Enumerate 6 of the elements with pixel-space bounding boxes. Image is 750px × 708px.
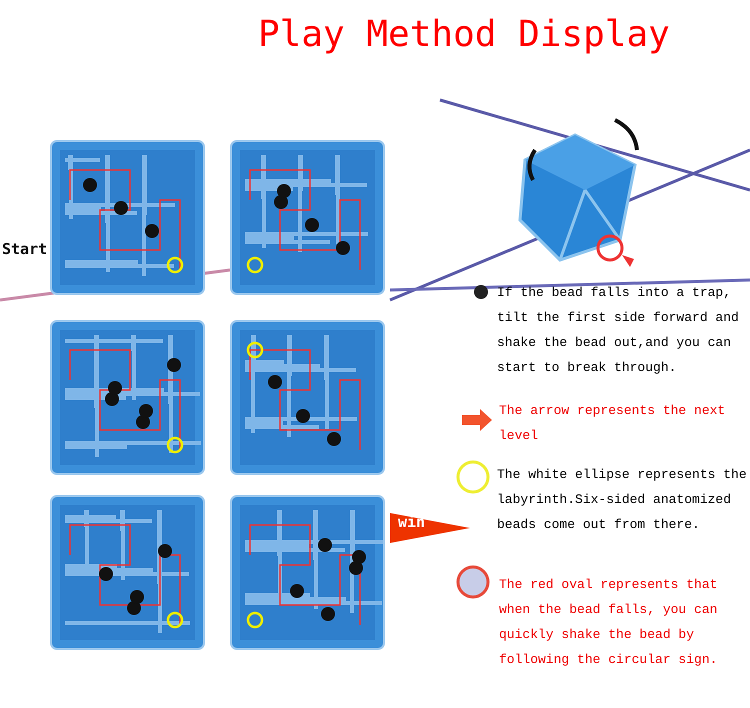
- title: Play Method Display: [258, 14, 670, 55]
- start-label: Start: [2, 240, 48, 258]
- legend-text: If the bead falls into a trap, tilt the first side forward and shake the bead out,and you can start to break through.: [497, 284, 740, 377]
- legend-text: The arrow represents the next level: [499, 402, 726, 445]
- legend-text: The white ellipse represents the labyrinth.Six-sided anatomized beads come out from there.: [497, 466, 747, 534]
- legend-text: The red oval represents that when the bead falls, you can quickly shake the bead by following the circular sign.: [499, 576, 718, 669]
